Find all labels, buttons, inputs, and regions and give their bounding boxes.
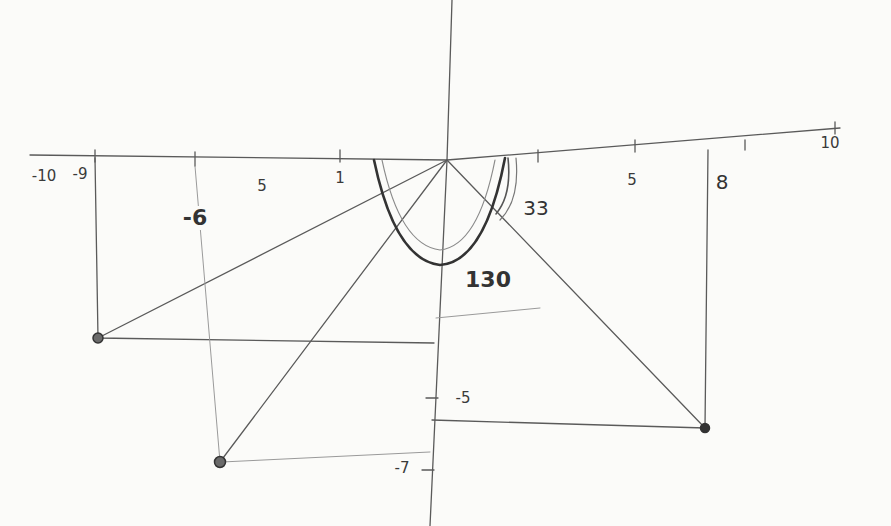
projection-line [436,308,540,318]
angle-arc [496,158,509,214]
ray [98,160,447,338]
axis-label: 5 [625,172,639,189]
projection-line [432,150,708,428]
ray [447,160,705,428]
axis-label: -10 [30,168,59,185]
axis-label: -5 [454,390,473,407]
angle-arc [374,158,505,265]
point [215,457,226,468]
angle-arc [500,158,517,220]
point [701,424,710,433]
axis-label: 1 [333,170,347,187]
axis-label: -6 [181,206,209,230]
ray [220,160,447,462]
x-axis [30,128,840,160]
axis-label: -9 [71,166,90,183]
axis-label: 5 [255,178,269,195]
angle-arc [382,160,495,250]
projection-line [95,158,434,343]
axis-label: -7 [393,460,412,477]
axis-label: 130 [463,268,513,292]
axis-label: 10 [818,135,841,152]
axis-ticks [422,398,438,470]
axis-label: 8 [714,171,731,193]
axis-ticks [95,122,835,166]
point [93,333,103,343]
axis-label: 33 [521,197,550,219]
